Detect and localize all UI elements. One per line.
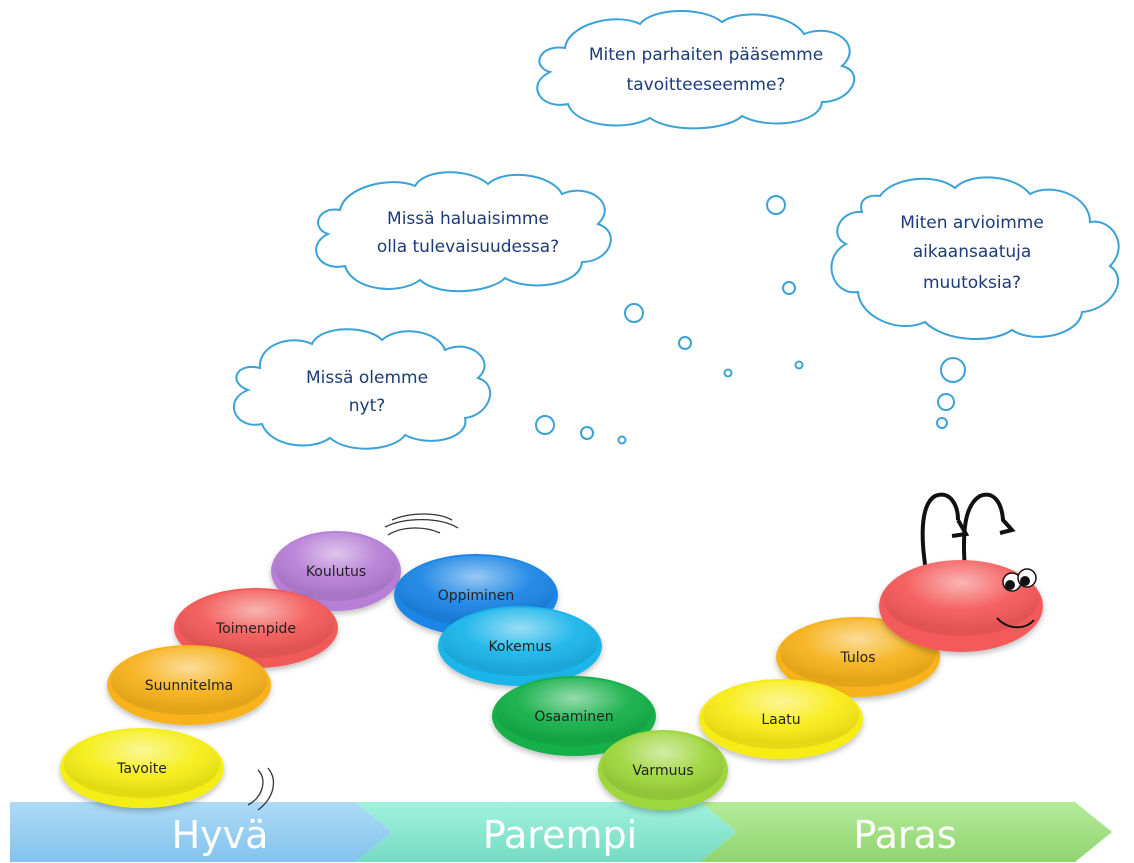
thought-bubble-how-line-1: Miten parhaiten pääsemme [589, 45, 823, 65]
segment-label: Varmuus [632, 763, 693, 779]
motion-lines-top [384, 513, 459, 536]
segment-label: Osaaminen [534, 709, 613, 725]
caterpillar-segment: Osaaminen [492, 676, 656, 756]
segment-label: Koulutus [306, 564, 366, 580]
thought-bubble-evaluate: Miten arvioimme aikaansaatuja muutoksia? [830, 176, 1120, 429]
thought-bubble-now: Missä olemme nyt? [232, 328, 627, 450]
thought-bubble-future: Missä haluaisimme olla tulevaisuudessa? [315, 171, 733, 378]
thought-bubble-evaluate-line-1: Miten arvioimme [900, 213, 1044, 233]
stage-label-hyva: Hyvä [172, 813, 269, 857]
stage-label-paras: Paras [853, 813, 956, 857]
stage-arrow-parempi: Parempi [355, 802, 737, 862]
thought-bubble-future-line-1: Missä haluaisimme [387, 209, 549, 229]
segment-label: Oppiminen [438, 588, 515, 604]
segment-label: Suunnitelma [145, 678, 233, 694]
thought-bubble-how: Miten parhaiten pääsemme tavoitteeseemme… [536, 10, 855, 370]
smile [996, 617, 1035, 629]
thought-bubble-evaluate-line-3: muutoksia? [923, 273, 1021, 293]
segment-label: Kokemus [488, 639, 551, 655]
stage-arrows: Hyvä Parempi Paras [10, 802, 1112, 862]
caterpillar-segment: Koulutus [271, 531, 401, 611]
segment-label: Tavoite [116, 761, 167, 777]
caterpillar-segment: Laatu [699, 679, 863, 759]
caterpillar-segment: Varmuus [598, 730, 728, 810]
antenna-left [920, 492, 960, 583]
thought-bubbles: Missä olemme nyt? Missä haluaisimme olla… [232, 10, 1120, 450]
caterpillar-segment: Suunnitelma [107, 645, 271, 725]
thought-bubble-how-line-2: tavoitteeseemme? [627, 75, 786, 95]
thought-bubble-now-line-2: nyt? [349, 396, 386, 416]
antenna-right [961, 492, 1016, 571]
segment-label: Toimenpide [215, 621, 296, 637]
caterpillar-segment: Tulos [776, 617, 940, 697]
thought-bubble-now-line-1: Missä olemme [306, 368, 428, 388]
stage-label-parempi: Parempi [483, 813, 637, 857]
caterpillar-head [879, 492, 1043, 652]
thought-bubble-evaluate-line-2: aikaansaatuja [913, 242, 1032, 262]
stage-arrow-hyva: Hyvä [10, 802, 392, 862]
motion-lines-tail [247, 767, 275, 811]
caterpillar-segment: Kokemus [438, 606, 602, 686]
caterpillar-segment: Tavoite [60, 728, 224, 808]
stage-arrow-paras: Paras [700, 802, 1112, 862]
thought-bubble-future-line-2: olla tulevaisuudessa? [377, 237, 559, 257]
segment-label: Laatu [761, 712, 800, 728]
segment-label: Tulos [839, 650, 875, 666]
